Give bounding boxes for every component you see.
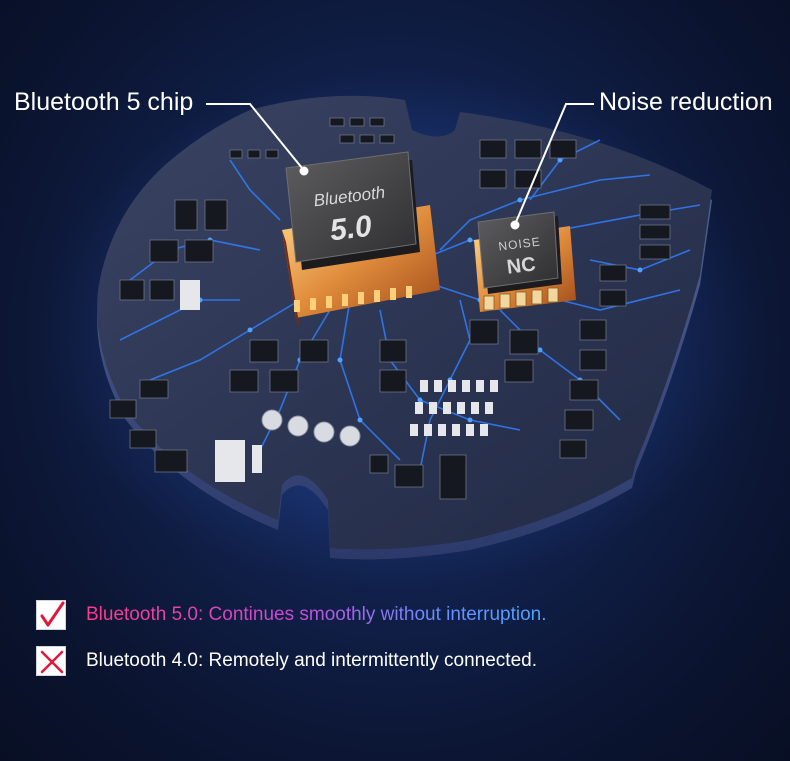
cross-icon (36, 646, 66, 676)
noise-chip-logo: NC (506, 253, 537, 278)
callout-leader-left (206, 103, 309, 176)
noise-chip-label: NOISE (498, 235, 542, 254)
check-icon (36, 600, 66, 630)
test-pads (261, 409, 361, 447)
callout-noise-reduction: Noise reduction (599, 88, 773, 116)
board-surface (97, 95, 713, 550)
callout-leader-right (510, 103, 594, 230)
resistor-array (180, 280, 498, 482)
comparison-good-text: Bluetooth 5.0: Continues smoothly withou… (86, 604, 547, 625)
smd-components (109, 117, 671, 500)
bluetooth-chip: Bluetooth 5.0 (282, 151, 440, 330)
comparison-good-row: Bluetooth 5.0: Continues smoothly withou… (36, 598, 756, 632)
bluetooth-chip-version: 5.0 (328, 210, 374, 248)
comparison-bad-row: Bluetooth 4.0: Remotely and intermittent… (36, 644, 756, 678)
comparison-bad-text: Bluetooth 4.0: Remotely and intermittent… (86, 650, 537, 671)
callout-bluetooth-chip: Bluetooth 5 chip (14, 88, 194, 116)
noise-reduction-chip: NOISE NC (474, 211, 576, 312)
